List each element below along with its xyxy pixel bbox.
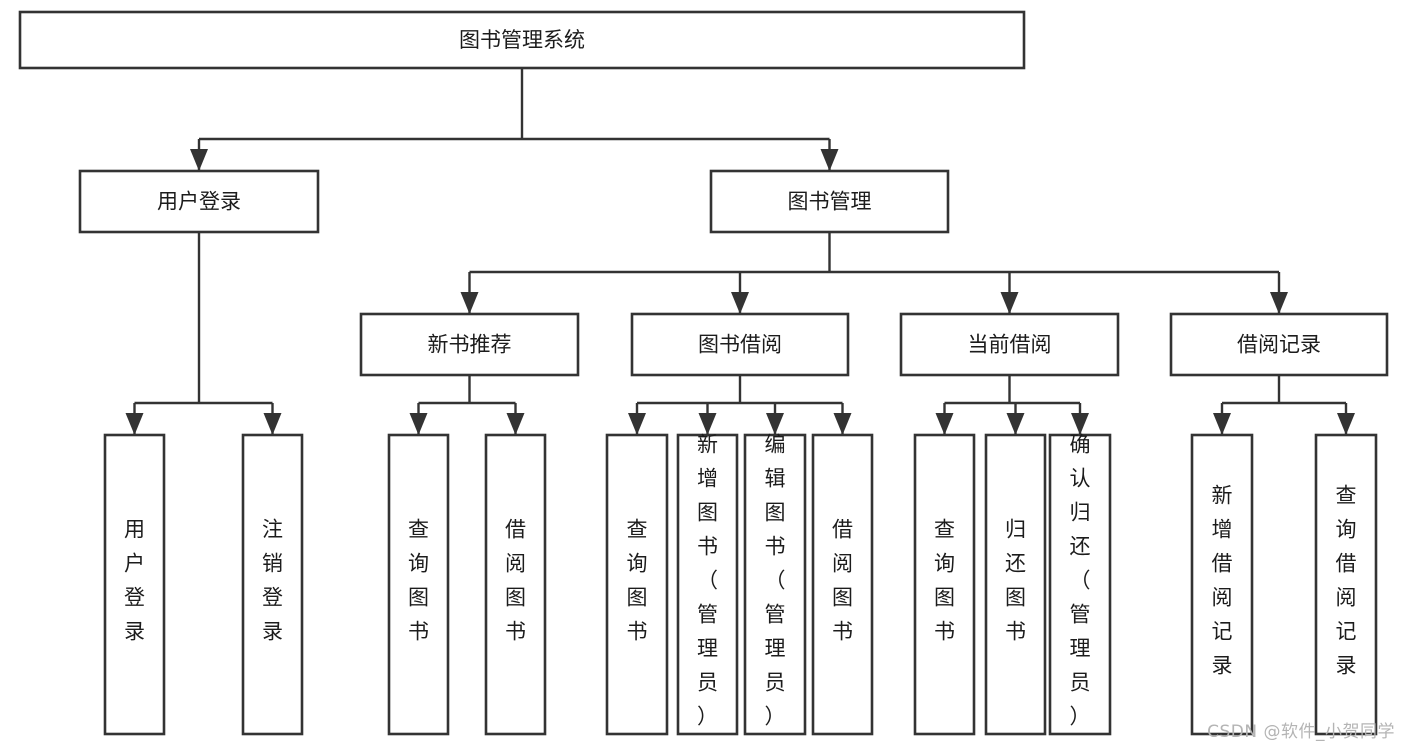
borrow-record-to-leaves-arrow-icon-1 bbox=[1337, 413, 1355, 435]
node-box-book-management[interactable] bbox=[709, 169, 950, 234]
node-box-new-book-recommend[interactable] bbox=[359, 312, 580, 377]
node-box-add-borrow-record[interactable] bbox=[1190, 433, 1254, 736]
node-label-borrow-book-1: 借阅图书 bbox=[505, 518, 526, 644]
user-login-to-leaves-arrow-icon-1 bbox=[263, 413, 282, 435]
connector-edges-layer bbox=[125, 68, 1355, 435]
node-label-confirm-return-admin: 确认归还（管理员） bbox=[1070, 433, 1091, 729]
node-label-query-borrow-record: 查询借阅记录 bbox=[1336, 484, 1357, 678]
root-to-level2-arrow-icon-1 bbox=[820, 149, 839, 171]
root-to-level2-arrow-icon-0 bbox=[190, 149, 208, 171]
current-borrow-to-leaves-arrow-icon-0 bbox=[935, 413, 954, 435]
book-management-to-modules-arrow-icon-3 bbox=[1270, 292, 1288, 314]
node-book-borrow[interactable]: 图书借阅 bbox=[630, 312, 850, 377]
node-label-root: 图书管理系统 bbox=[459, 28, 585, 52]
book-borrow-to-leaves-arrow-icon-2 bbox=[766, 413, 784, 435]
node-box-user-login-action[interactable] bbox=[103, 433, 166, 736]
node-box-borrow-record[interactable] bbox=[1169, 312, 1389, 377]
book-management-to-modules-arrow-icon-2 bbox=[1000, 292, 1019, 314]
node-borrow-book-1[interactable]: 借阅图书 bbox=[484, 433, 547, 736]
node-box-query-borrow-record[interactable] bbox=[1314, 433, 1378, 736]
node-box-borrow-book-2[interactable] bbox=[811, 433, 874, 736]
node-box-return-book[interactable] bbox=[984, 433, 1047, 736]
book-borrow-to-leaves-arrow-icon-3 bbox=[833, 413, 852, 435]
book-management-to-modules-arrow-icon-1 bbox=[731, 292, 749, 314]
node-label-query-book-1: 查询图书 bbox=[408, 518, 429, 644]
node-label-query-book-3: 查询图书 bbox=[934, 518, 955, 644]
node-box-edit-book-admin[interactable] bbox=[743, 433, 807, 736]
csdn-watermark: CSDN @软件_小贺同学 bbox=[1207, 722, 1395, 742]
node-box-add-book-admin[interactable] bbox=[676, 433, 739, 736]
node-label-book-borrow: 图书借阅 bbox=[698, 333, 782, 357]
book-borrow-to-leaves-arrow-icon-1 bbox=[698, 413, 717, 435]
current-borrow-to-leaves-arrow-icon-2 bbox=[1071, 413, 1089, 435]
node-add-book-admin[interactable]: 新增图书（管理员） bbox=[676, 433, 739, 736]
user-login-to-leaves-arrow-icon-0 bbox=[125, 413, 144, 435]
node-box-root[interactable] bbox=[18, 10, 1026, 70]
node-box-current-borrow[interactable] bbox=[899, 312, 1120, 377]
node-new-book-recommend[interactable]: 新书推荐 bbox=[359, 312, 580, 377]
node-label-query-book-2: 查询图书 bbox=[627, 518, 648, 644]
node-label-user-logout-action: 注销登录 bbox=[262, 518, 283, 644]
current-borrow-to-leaves-arrow-icon-1 bbox=[1006, 413, 1025, 435]
node-query-book-3[interactable]: 查询图书 bbox=[913, 433, 976, 736]
node-query-book-2[interactable]: 查询图书 bbox=[605, 433, 669, 736]
node-borrow-record[interactable]: 借阅记录 bbox=[1169, 312, 1389, 377]
node-box-query-book-2[interactable] bbox=[605, 433, 669, 736]
node-label-user-login: 用户登录 bbox=[157, 190, 241, 214]
new-book-recommend-to-leaves-arrow-icon-0 bbox=[409, 413, 428, 435]
book-management-to-modules-arrow-icon-0 bbox=[460, 292, 479, 314]
node-box-query-book-3[interactable] bbox=[913, 433, 976, 736]
node-label-borrow-record: 借阅记录 bbox=[1237, 333, 1321, 357]
node-label-current-borrow: 当前借阅 bbox=[968, 333, 1052, 357]
node-edit-book-admin[interactable]: 编辑图书（管理员） bbox=[743, 433, 807, 736]
node-box-book-borrow[interactable] bbox=[630, 312, 850, 377]
node-confirm-return-admin[interactable]: 确认归还（管理员） bbox=[1048, 433, 1112, 736]
node-label-edit-book-admin: 编辑图书（管理员） bbox=[765, 433, 786, 729]
node-label-add-book-admin: 新增图书（管理员） bbox=[697, 433, 718, 729]
node-return-book[interactable]: 归还图书 bbox=[984, 433, 1047, 736]
node-label-add-borrow-record: 新增借阅记录 bbox=[1212, 484, 1233, 678]
node-box-user-login[interactable] bbox=[78, 169, 320, 234]
book-borrow-to-leaves-arrow-icon-0 bbox=[628, 413, 646, 435]
node-query-borrow-record[interactable]: 查询借阅记录 bbox=[1314, 433, 1378, 736]
node-label-borrow-book-2: 借阅图书 bbox=[832, 518, 853, 644]
node-user-login[interactable]: 用户登录 bbox=[78, 169, 320, 234]
new-book-recommend-to-leaves-arrow-icon-1 bbox=[506, 413, 525, 435]
borrow-record-to-leaves-arrow-icon-0 bbox=[1213, 413, 1231, 435]
node-box-borrow-book-1[interactable] bbox=[484, 433, 547, 736]
node-label-new-book-recommend: 新书推荐 bbox=[428, 333, 512, 357]
node-label-return-book: 归还图书 bbox=[1005, 518, 1026, 644]
node-label-user-login-action: 用户登录 bbox=[124, 518, 145, 644]
node-box-query-book-1[interactable] bbox=[387, 433, 450, 736]
node-add-borrow-record[interactable]: 新增借阅记录 bbox=[1190, 433, 1254, 736]
node-box-user-logout-action[interactable] bbox=[241, 433, 304, 736]
node-root[interactable]: 图书管理系统 bbox=[18, 10, 1026, 70]
node-user-logout-action[interactable]: 注销登录 bbox=[241, 433, 304, 736]
node-boxes-layer: 图书管理系统用户登录图书管理用户登录注销登录新书推荐查询图书借阅图书图书借阅查询… bbox=[18, 10, 1389, 736]
node-user-login-action[interactable]: 用户登录 bbox=[103, 433, 166, 736]
node-book-management[interactable]: 图书管理 bbox=[709, 169, 950, 234]
node-box-confirm-return-admin[interactable] bbox=[1048, 433, 1112, 736]
node-current-borrow[interactable]: 当前借阅 bbox=[899, 312, 1120, 377]
node-label-book-management: 图书管理 bbox=[788, 190, 872, 214]
node-borrow-book-2[interactable]: 借阅图书 bbox=[811, 433, 874, 736]
node-query-book-1[interactable]: 查询图书 bbox=[387, 433, 450, 736]
